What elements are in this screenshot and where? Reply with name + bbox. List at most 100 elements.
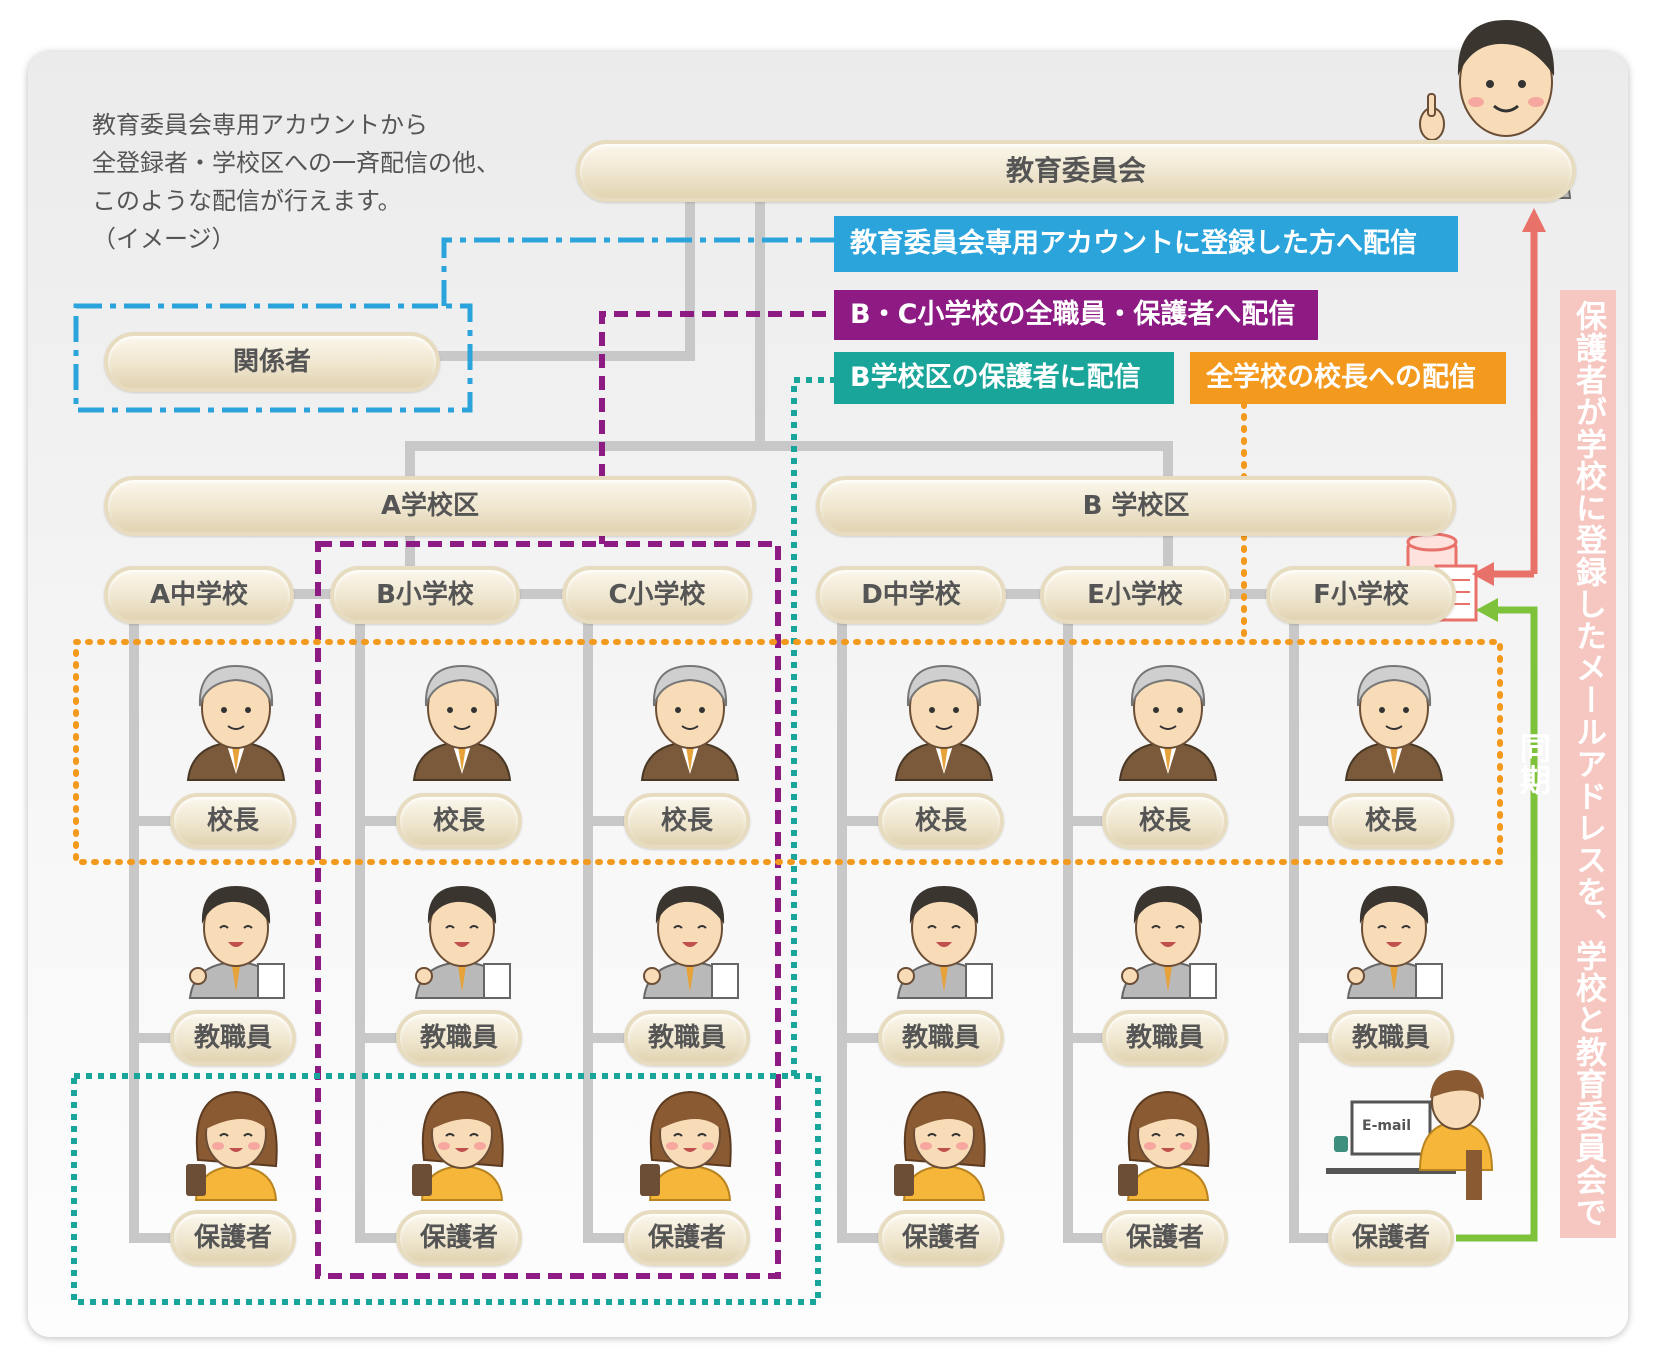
eye [697, 1133, 707, 1137]
principal-label: 校長 [1364, 806, 1417, 836]
cheek [702, 1142, 714, 1150]
staff-label: 教職員 [1125, 1023, 1204, 1053]
tie [1390, 966, 1398, 992]
sync-arrows [1456, 208, 1546, 1242]
district-b-node: B 学校区 [816, 476, 1456, 536]
hair [201, 886, 271, 924]
eye [445, 925, 455, 929]
school-label: F小学校 [1313, 580, 1409, 610]
cheek [1144, 1142, 1156, 1150]
guardian-label: 保護者 [647, 1223, 726, 1253]
mouth [1159, 725, 1177, 730]
school-node: E小学校 [1040, 566, 1230, 624]
guardian-label: 保護者 [193, 1223, 272, 1253]
guardian-figure [412, 1090, 504, 1201]
hand [415, 967, 433, 985]
shirt [420, 1164, 504, 1201]
finger [1427, 93, 1436, 117]
school-node: F小学校 [1266, 566, 1456, 624]
teal-leader-line [791, 377, 834, 1076]
guardian-figure [1118, 1090, 1210, 1201]
eye [927, 1133, 937, 1137]
tie [686, 746, 694, 772]
cylinder-top [1406, 532, 1458, 552]
staff-figure [1346, 886, 1443, 999]
staff-figure [896, 886, 993, 999]
tie [940, 966, 948, 992]
staff-figure [414, 886, 511, 999]
district-b-label: B 学校区 [1082, 491, 1190, 521]
eye [929, 707, 935, 713]
intro-text: 教育委員会専用アカウントから 全登録者・学校区への一斉配信の他、 このような配信… [92, 111, 500, 253]
shirt [902, 1164, 986, 1201]
clipboard [257, 963, 285, 999]
guardian-node: 保護者 [396, 1210, 522, 1266]
district-a-node: A学校区 [104, 476, 756, 536]
principal-node: 校長 [1102, 793, 1228, 849]
monitor-icon [1350, 1100, 1432, 1156]
tie [940, 746, 948, 772]
hair [1430, 1070, 1484, 1100]
mouth [454, 942, 470, 947]
principal-figure [186, 664, 286, 781]
red-arrowhead-up [1522, 208, 1546, 232]
clipboard [1189, 963, 1217, 999]
eye [699, 707, 705, 713]
phone [1118, 1164, 1138, 1196]
hair-front [204, 1097, 268, 1130]
green-arrow-line [1456, 606, 1538, 1242]
staff-figure [642, 886, 739, 999]
mouth [229, 1148, 243, 1152]
eye [1177, 707, 1183, 713]
eye [469, 1133, 479, 1137]
cheek [474, 1142, 486, 1150]
staff-node: 教職員 [396, 1010, 522, 1066]
guardian-node: 保護者 [1328, 1210, 1454, 1266]
people-illustrations [186, 20, 1572, 1201]
principal-figure [640, 664, 740, 781]
board-label: 教育委員会 [1005, 154, 1146, 187]
hair [1130, 664, 1206, 707]
cheek [248, 1142, 260, 1150]
hair [1133, 886, 1203, 924]
district-a-label: A学校区 [380, 491, 480, 521]
staff-label: 教職員 [901, 1023, 980, 1053]
guardian-node: 保護者 [170, 1210, 296, 1266]
staff-label: 教職員 [193, 1023, 272, 1053]
guardian-figure [186, 1090, 278, 1201]
legend-purple-label: B・C小学校の全職員・保護者へ配信 [834, 290, 1318, 340]
cheek [1468, 97, 1484, 107]
phone [186, 1164, 206, 1196]
eye [951, 925, 961, 929]
legend-blue-label: 教育委員会専用アカウントに登録した方へ配信 [834, 216, 1458, 272]
hair [1359, 886, 1429, 924]
stakeholders-label: 関係者 [232, 347, 311, 377]
eye [1379, 707, 1385, 713]
staff-label: 教職員 [1351, 1023, 1430, 1053]
guardian-label: 保護者 [419, 1223, 498, 1253]
purple-leader-line [599, 311, 834, 544]
purple-group-outline [315, 541, 781, 1279]
tie [1164, 746, 1172, 772]
hand [189, 967, 207, 985]
school-node: D中学校 [816, 566, 1006, 624]
principal-node: 校長 [170, 793, 296, 849]
hair [652, 664, 728, 707]
guardian-figure [894, 1090, 986, 1201]
staff-figure [188, 886, 285, 999]
mouth [227, 725, 245, 730]
guardian-node: 保護者 [878, 1210, 1004, 1266]
mouth [1160, 942, 1176, 947]
chair [1466, 1150, 1482, 1200]
clipboard [1415, 963, 1443, 999]
principal-label: 校長 [432, 806, 485, 836]
mouth [936, 942, 952, 947]
principal-label: 校長 [1138, 806, 1191, 836]
staff-node: 教職員 [878, 1010, 1004, 1066]
guardian-label: 保護者 [1125, 1223, 1204, 1253]
principal-node: 校長 [878, 793, 1004, 849]
principal-figure [1118, 664, 1218, 781]
eye [1518, 80, 1526, 88]
eye [953, 707, 959, 713]
